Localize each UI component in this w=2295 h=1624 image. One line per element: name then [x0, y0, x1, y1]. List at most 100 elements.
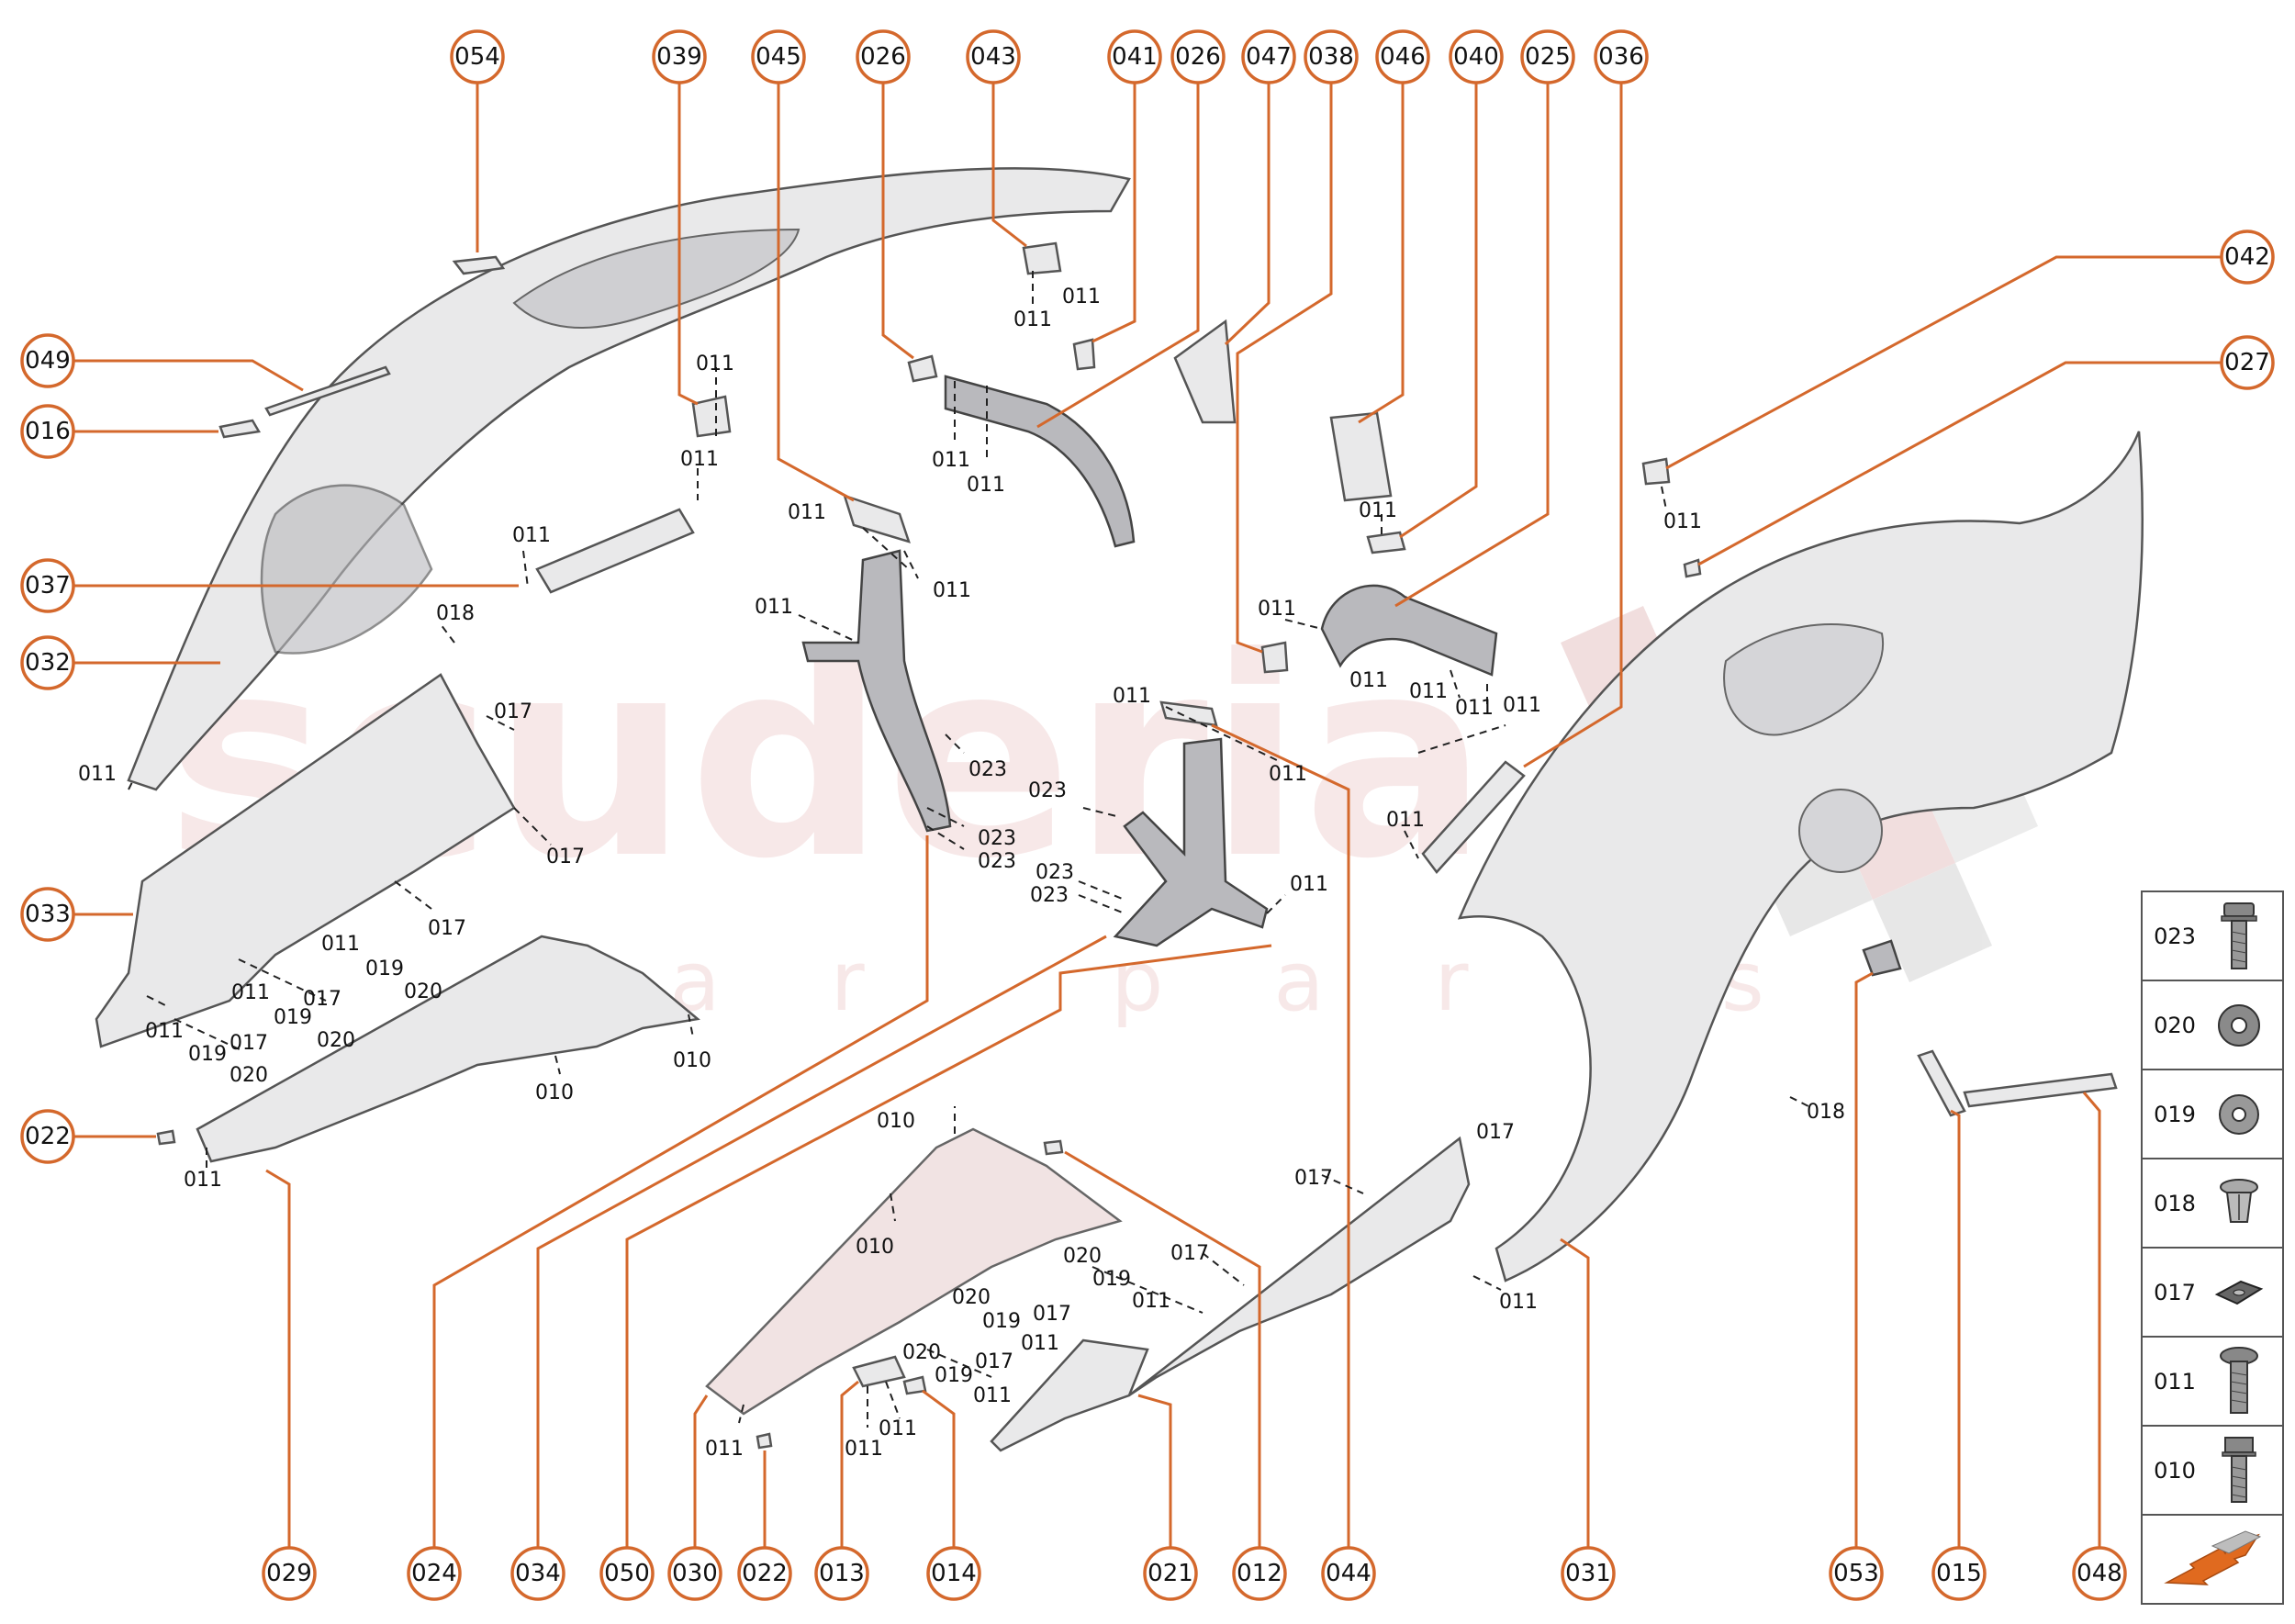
fastener-label: 011 — [1503, 694, 1541, 717]
callout-038[interactable]: 038 — [1304, 29, 1359, 84]
clip-027 — [1683, 558, 1702, 578]
callout-048[interactable]: 048 — [2072, 1546, 2127, 1601]
bracket-043 — [1022, 241, 1062, 275]
fastener-label: 011 — [1258, 598, 1296, 621]
legend-row-orientation[interactable] — [2143, 1516, 2282, 1603]
bracket-040 — [1366, 531, 1406, 554]
fastener-label: 011 — [512, 524, 551, 547]
legend-row-010[interactable]: 010 — [2143, 1427, 2282, 1516]
clip-042 — [1641, 457, 1671, 486]
callout-050[interactable]: 050 — [599, 1546, 655, 1601]
callout-029[interactable]: 029 — [262, 1546, 317, 1601]
svg-text:048: 048 — [2077, 1560, 2122, 1587]
trim-015 — [1917, 1049, 1966, 1117]
callout-031[interactable]: 031 — [1561, 1546, 1616, 1601]
legend-code: 011 — [2154, 1368, 2196, 1394]
callout-040[interactable]: 040 — [1449, 29, 1504, 84]
clip-016 — [218, 419, 262, 439]
svg-text:040: 040 — [1453, 43, 1499, 71]
bolt-hex-icon — [2207, 1434, 2271, 1507]
plug-022a — [156, 1129, 176, 1146]
callout-043[interactable]: 043 — [966, 29, 1021, 84]
callout-030[interactable]: 030 — [667, 1546, 722, 1601]
callout-049[interactable]: 049 — [20, 333, 75, 388]
callout-013[interactable]: 013 — [814, 1546, 869, 1601]
callout-015[interactable]: 015 — [1931, 1546, 1987, 1601]
fastener-label: 018 — [1807, 1101, 1845, 1124]
svg-text:039: 039 — [656, 43, 702, 71]
fastener-label: 017 — [494, 700, 532, 723]
legend-row-019[interactable]: 019 — [2143, 1070, 2282, 1159]
svg-text:014: 014 — [931, 1560, 977, 1587]
clip-014 — [902, 1375, 927, 1395]
callout-054[interactable]: 054 — [450, 29, 505, 84]
callout-039[interactable]: 039 — [652, 29, 707, 84]
callout-014[interactable]: 014 — [926, 1546, 981, 1601]
callout-016[interactable]: 016 — [20, 404, 75, 459]
legend-row-018[interactable]: 018 — [2143, 1159, 2282, 1249]
callout-045[interactable]: 045 — [751, 29, 806, 84]
callout-021[interactable]: 021 — [1143, 1546, 1198, 1601]
legend-code: 023 — [2154, 923, 2196, 949]
callout-026-b[interactable]: 026 — [1170, 29, 1226, 84]
legend-code: 018 — [2154, 1190, 2196, 1216]
fastener-label: 011 — [879, 1417, 917, 1440]
fastener-label: 011 — [1409, 680, 1448, 703]
callout-047[interactable]: 047 — [1241, 29, 1296, 84]
callout-037[interactable]: 037 — [20, 558, 75, 613]
callout-024[interactable]: 024 — [407, 1546, 462, 1601]
fastener-labels: 011 011 011 011 011 011 011 011 011 011 … — [78, 286, 1845, 1461]
callout-053[interactable]: 053 — [1829, 1546, 1884, 1601]
svg-text:027: 027 — [2224, 349, 2270, 376]
legend-row-023[interactable]: 023 — [2143, 892, 2282, 981]
callout-034[interactable]: 034 — [510, 1546, 565, 1601]
fastener-label: 011 — [1663, 510, 1702, 533]
callout-026[interactable]: 026 — [856, 29, 911, 84]
bracket-041 — [1072, 338, 1096, 371]
callout-022[interactable]: 022 — [20, 1109, 75, 1164]
fastener-label: 011 — [1386, 809, 1425, 832]
legend-code: 010 — [2154, 1457, 2196, 1484]
callout-027[interactable]: 027 — [2220, 335, 2275, 390]
washer-small-icon — [2207, 1092, 2271, 1137]
legend-row-017[interactable]: 017 — [2143, 1249, 2282, 1338]
fastener-label: 019 — [188, 1043, 227, 1066]
fastener-label: 011 — [1499, 1291, 1538, 1314]
trim-strip-049 — [264, 365, 391, 417]
fastener-label: 011 — [845, 1438, 883, 1461]
fastener-label: 023 — [1028, 779, 1067, 802]
callout-044[interactable]: 044 — [1321, 1546, 1376, 1601]
svg-text:021: 021 — [1148, 1560, 1193, 1587]
fastener-label: 011 — [184, 1169, 222, 1192]
legend-code: 017 — [2154, 1279, 2196, 1305]
legend-row-011[interactable]: 011 — [2143, 1338, 2282, 1427]
arch-bracket-025 — [1320, 584, 1498, 677]
fastener-label: 011 — [680, 448, 719, 471]
fastener-label: 020 — [1063, 1245, 1102, 1268]
bracket-037 — [535, 508, 695, 594]
fastener-label: 020 — [902, 1341, 941, 1364]
svg-text:053: 053 — [1833, 1560, 1879, 1587]
svg-text:016: 016 — [25, 418, 71, 445]
legend-row-020[interactable]: 020 — [2143, 981, 2282, 1070]
callout-033[interactable]: 033 — [20, 887, 75, 942]
fastener-label: 023 — [978, 850, 1016, 873]
callout-046[interactable]: 046 — [1375, 29, 1430, 84]
callout-025[interactable]: 025 — [1520, 29, 1575, 84]
bracket-036 — [1421, 760, 1526, 874]
callout-042[interactable]: 042 — [2220, 230, 2275, 285]
callout-012[interactable]: 012 — [1232, 1546, 1287, 1601]
svg-text:026: 026 — [860, 43, 906, 71]
fastener-label: 019 — [935, 1364, 973, 1387]
callout-036[interactable]: 036 — [1594, 29, 1649, 84]
svg-text:041: 041 — [1112, 43, 1158, 71]
callout-032[interactable]: 032 — [20, 635, 75, 690]
svg-text:036: 036 — [1598, 43, 1644, 71]
callout-022-b[interactable]: 022 — [737, 1546, 792, 1601]
fastener-dash-lines — [128, 271, 1809, 1428]
svg-text:029: 029 — [266, 1560, 312, 1587]
callout-041[interactable]: 041 — [1107, 29, 1162, 84]
fastener-label: 020 — [952, 1286, 991, 1309]
washer-large-icon — [2207, 1002, 2271, 1048]
